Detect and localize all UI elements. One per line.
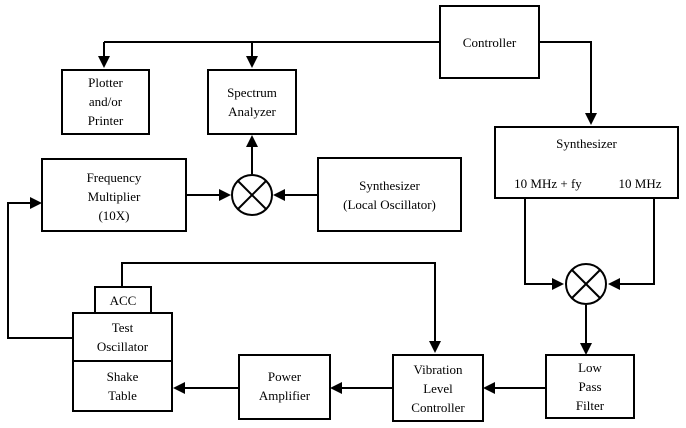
wire-synth-right-to-mixer — [620, 198, 655, 285]
wire-controller-to-synth — [539, 41, 592, 113]
spectrum-analyzer-block: Spectrum Analyzer — [207, 69, 297, 135]
lo-label-2: (Local Oscillator) — [343, 197, 436, 212]
arrow-into-analyzer — [246, 56, 258, 68]
synth-top-out-right: 10 MHz — [619, 176, 662, 191]
arrow-into-synth-top — [585, 113, 597, 125]
arrow-into-amp — [330, 382, 342, 394]
controller-block: Controller — [439, 5, 540, 79]
acc-block: ACC — [94, 286, 152, 314]
analyzer-label-2: Analyzer — [228, 104, 276, 119]
table-label-1: Shake — [107, 369, 139, 384]
synthesizer-lo-block: Synthesizer (Local Oscillator) — [317, 157, 462, 232]
arrow-into-analyzer-bottom — [246, 135, 258, 147]
osc-label-2: Oscillator — [97, 339, 149, 354]
synth-top-out-left: 10 MHz + fy — [514, 176, 582, 191]
arrow-into-mixer2-right — [608, 278, 620, 290]
frequency-multiplier-block: Frequency Multiplier (10X) — [41, 158, 187, 232]
mult-label-1: Frequency — [87, 170, 142, 185]
acc-label: ACC — [110, 293, 137, 308]
plotter-block: Plotter and/or Printer — [61, 69, 150, 135]
synthesizer-top-block: Synthesizer 10 MHz + fy 10 MHz — [494, 126, 679, 199]
arrow-into-vib-top — [429, 341, 441, 353]
vibration-level-controller-block: Vibration Level Controller — [392, 354, 484, 422]
plotter-label-2: and/or — [89, 94, 123, 109]
arrow-into-vib-right — [483, 382, 495, 394]
arrow-into-mult — [30, 197, 42, 209]
synth-top-title: Synthesizer — [556, 136, 617, 151]
amp-label-1: Power — [268, 369, 302, 384]
controller-label: Controller — [463, 35, 517, 50]
mixer-top-icon — [231, 174, 273, 216]
arrow-into-plotter — [98, 56, 110, 68]
arrow-into-mixer-right — [273, 189, 285, 201]
wire-synth-left-to-mixer — [524, 198, 552, 285]
lpf-label-3: Filter — [576, 398, 605, 413]
vib-label-1: Vibration — [413, 362, 463, 377]
test-oscillator-block: Test Oscillator — [72, 312, 173, 362]
arrow-into-mixer2-left — [552, 278, 564, 290]
lo-label-1: Synthesizer — [359, 178, 420, 193]
power-amplifier-block: Power Amplifier — [238, 354, 331, 420]
arrow-into-mixer-left — [219, 189, 231, 201]
table-label-2: Table — [108, 388, 137, 403]
mult-label-3: (10X) — [98, 208, 129, 223]
lpf-label-1: Low — [578, 360, 602, 375]
low-pass-filter-block: Low Pass Filter — [545, 354, 635, 419]
shake-table-block: Shake Table — [72, 360, 173, 412]
wire-acc-to-vib — [121, 262, 436, 341]
mixer-bottom-icon — [565, 263, 607, 305]
plotter-label-1: Plotter — [88, 75, 123, 90]
mult-label-2: Multiplier — [88, 189, 141, 204]
lpf-label-2: Pass — [578, 379, 601, 394]
arrow-into-lpf — [580, 343, 592, 355]
amp-label-2: Amplifier — [259, 388, 311, 403]
wire-osc-to-mult — [7, 202, 73, 339]
analyzer-label-1: Spectrum — [227, 85, 277, 100]
plotter-label-3: Printer — [88, 113, 124, 128]
vib-label-3: Controller — [411, 400, 465, 415]
osc-label-1: Test — [112, 320, 134, 335]
arrow-into-table — [173, 382, 185, 394]
vib-label-2: Level — [423, 381, 453, 396]
